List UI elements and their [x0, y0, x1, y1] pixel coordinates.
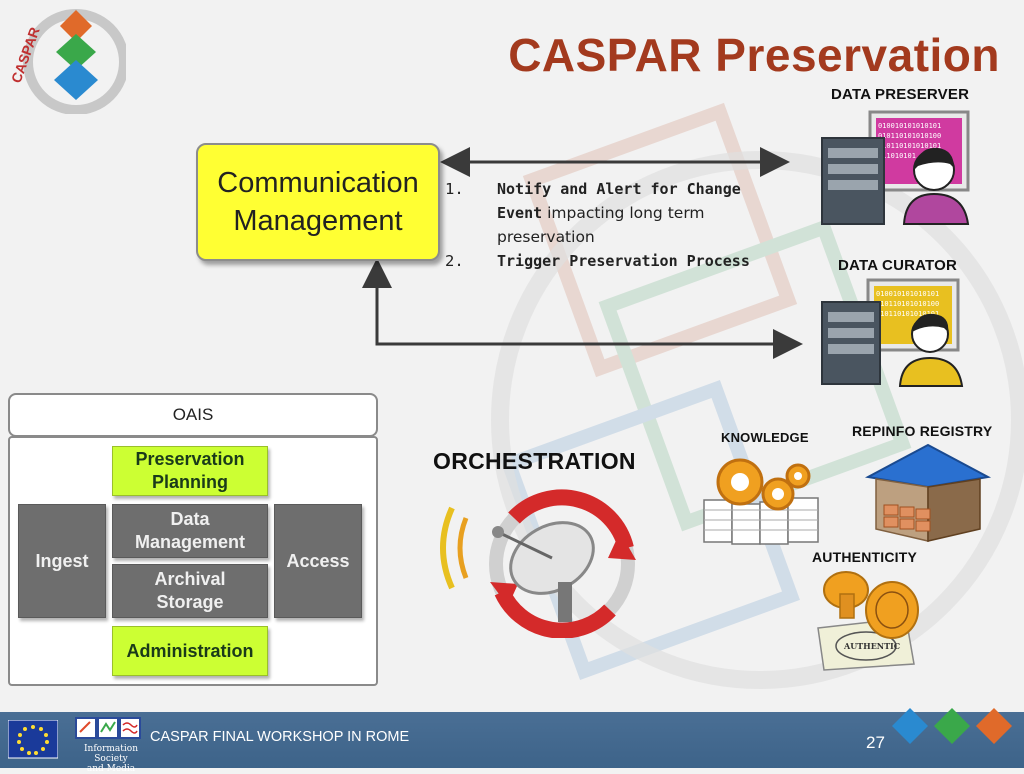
data-preserver-label: DATA PRESERVER — [831, 86, 970, 103]
repinfo-registry-label: REPINFO REGISTRY — [852, 423, 993, 439]
oais-header: OAIS — [8, 393, 378, 437]
step-item: 1. Notify and Alert for Change Event imp… — [445, 177, 790, 249]
knowledge-label: KNOWLEDGE — [721, 430, 809, 445]
box-line: Preservation — [135, 449, 245, 469]
comm-line1: Communication — [217, 167, 419, 199]
information-society-text: Information Society and Media — [66, 744, 156, 774]
ingest-box: Ingest — [18, 504, 106, 618]
isc-line1: Information Society — [83, 744, 138, 764]
preservation-planning-box: Preservation Planning — [112, 446, 268, 496]
comm-line2: Management — [233, 205, 403, 237]
bits-line: 011010101 — [878, 152, 916, 160]
authenticity-stamp-icon: AUTHENTIC — [817, 571, 919, 671]
step-bold: Notify and Alert for Change Event — [497, 180, 741, 222]
bits-line: 110110101010101 — [876, 310, 939, 318]
step-bold: Trigger Preservation Process — [497, 252, 750, 270]
knowledge-icon — [703, 458, 819, 545]
orchestration-label: ORCHESTRATION — [433, 448, 636, 474]
step-item: 2. Trigger Preservation Process — [445, 249, 790, 273]
box-line: Archival — [154, 569, 226, 589]
page-title: CASPAR Preservation — [508, 29, 1000, 81]
footer-diamond-logo — [892, 708, 1012, 744]
footer-workshop-text: CASPAR FINAL WORKSHOP IN ROME — [150, 729, 410, 745]
bits-line: 010010101010101 — [878, 122, 941, 130]
isc-line2: and Media — [86, 764, 136, 774]
data-management-box: Data Management — [112, 504, 268, 558]
caspar-logo: CASPAR — [8, 9, 126, 114]
access-box: Access — [274, 504, 362, 618]
box-line: Planning — [152, 472, 228, 492]
bits-line: 010010101010101 — [876, 290, 939, 298]
step-number: 2. — [445, 252, 464, 270]
data-curator-icon: 010010101010101 010110101010100 11011010… — [821, 278, 964, 387]
administration-box: Administration — [112, 626, 268, 676]
archival-storage-box: Archival Storage — [112, 564, 268, 618]
bits-line: 010110101010100 — [878, 132, 941, 140]
bits-line: 110110101010101 — [878, 142, 941, 150]
box-line: Storage — [156, 592, 224, 612]
step-rest: impacting long term preservation — [497, 204, 705, 246]
information-society-logo — [75, 717, 141, 739]
data-preserver-icon: 010010101010101 010110101010100 11011010… — [821, 110, 970, 225]
data-curator-label: DATA CURATOR — [838, 257, 958, 274]
step-number: 1. — [445, 180, 464, 198]
box-line: Data — [170, 509, 210, 529]
eu-flag-icon — [8, 720, 58, 759]
oais-body: Preservation Planning Ingest Data Manage… — [8, 436, 378, 686]
communication-management-box: Communication Management — [196, 143, 440, 261]
page-number: 27 — [866, 733, 885, 752]
repinfo-registry-icon — [864, 443, 992, 542]
steps-list: 1. Notify and Alert for Change Event imp… — [445, 177, 790, 273]
orchestration-dish-icon — [440, 489, 636, 638]
stamp-text: AUTHENTIC — [843, 641, 900, 651]
connector-arrows — [362, 147, 803, 359]
bits-line: 010110101010100 — [876, 300, 939, 308]
footer-bar — [0, 712, 1024, 768]
box-line: Management — [134, 532, 246, 552]
authenticity-label: AUTHENTICITY — [812, 549, 918, 565]
